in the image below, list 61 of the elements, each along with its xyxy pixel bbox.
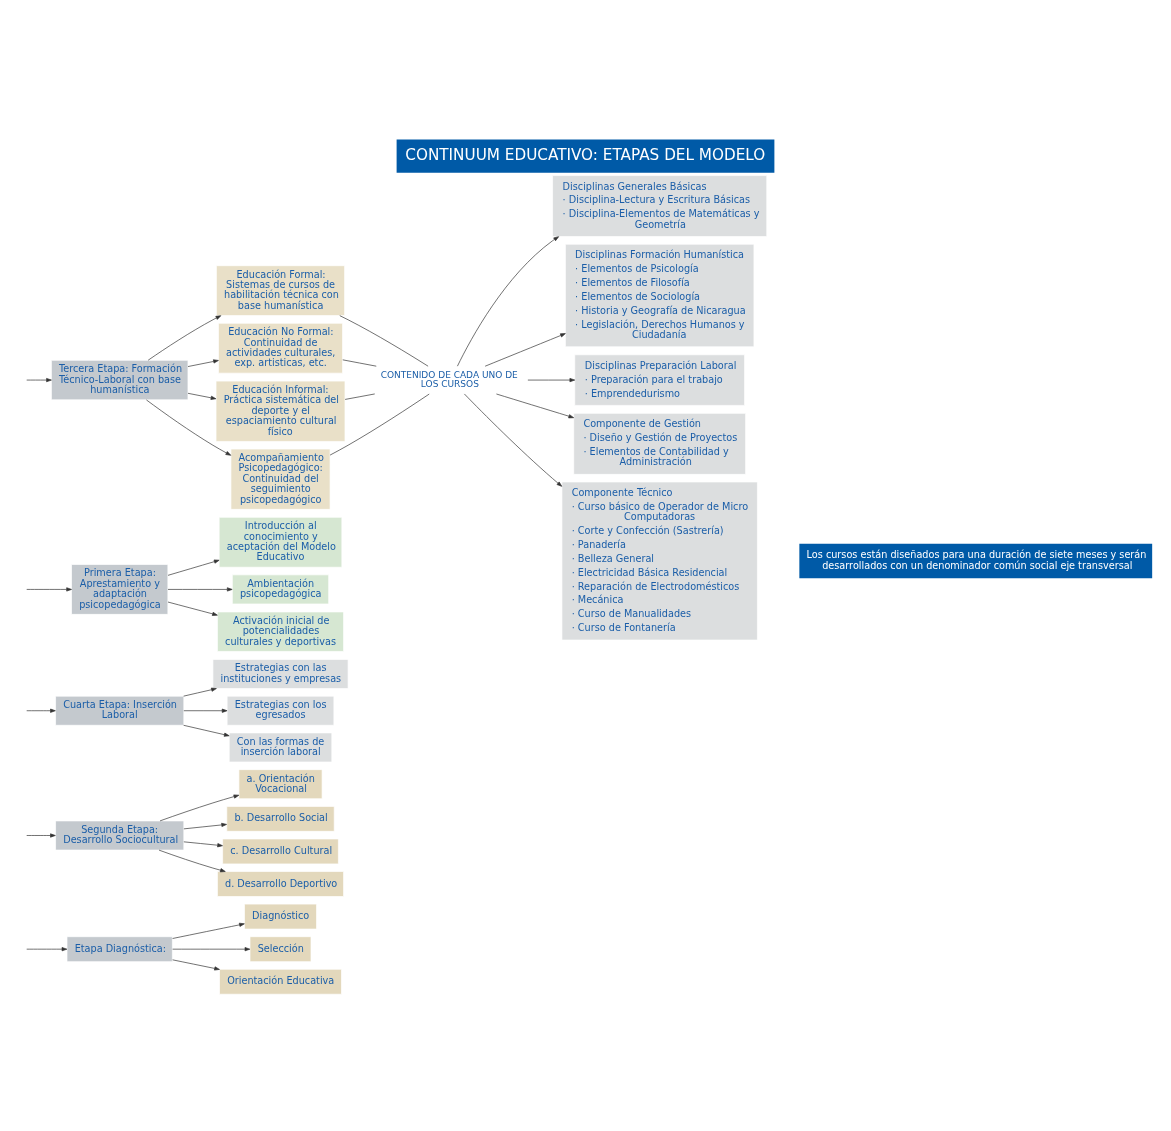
arrow <box>26 378 52 383</box>
node-box: Selección <box>249 936 312 962</box>
caption: Los cursos están diseñados para una duración de siete meses y serán desarrollados con un denominador común social eje transversal <box>806 549 1147 571</box>
arrow <box>26 587 72 592</box>
node-box: Disciplinas Generales Básicas · Disciplina-Lectura y Escritura Básicas · Disciplina-Elementos de Matemáticas y Geometría <box>552 175 768 237</box>
arrow <box>159 794 240 822</box>
arrow <box>26 947 68 952</box>
connector <box>342 359 377 367</box>
node-box: Orientación Educativa <box>219 968 342 995</box>
node-box: Estrategias con los egresados <box>226 695 335 726</box>
arrow <box>187 359 219 367</box>
arrow <box>26 708 56 713</box>
node-box: Segunda Etapa: Desarrollo Sociocultural <box>55 820 185 851</box>
node-box: Primera Etapa: Aprestamiento y adaptación psicopedagógica <box>71 564 169 615</box>
arrow <box>167 601 218 616</box>
node-box: Disciplinas Preparación Laboral · Preparación para el trabajo · Emprendedurismo <box>574 354 745 406</box>
arrow <box>183 822 227 830</box>
node-box: c. Desarrollo Cultural <box>222 838 339 865</box>
arrow <box>147 315 222 361</box>
node-text: CONTENIDO DE CADA UNO DE LOS CURSOS <box>380 369 518 390</box>
arrow <box>26 833 56 838</box>
diagram-title: CONTINUUM EDUCATIVO: ETAPAS DEL MODELO <box>405 146 766 165</box>
arrow <box>183 687 217 697</box>
arrow <box>484 333 566 367</box>
connector <box>339 315 429 367</box>
node-box: Introducción al conocimiento y aceptación del Modelo Educativo <box>218 516 343 568</box>
node-box: Activación inicial de potencialidades culturales y deportivas <box>217 611 344 652</box>
node-box: a. Orientación Vocacional <box>238 769 323 800</box>
arrow <box>183 724 230 737</box>
node-box: Educación No Formal: Continuidad de actividades culturales, exp. artisticas, etc. <box>218 322 343 374</box>
node-box: Educación Informal: Práctica sistemática del deporte y el espaciamiento cultural físico <box>215 380 346 442</box>
arrow <box>172 959 220 971</box>
arrow <box>172 922 245 939</box>
arrow <box>527 378 576 383</box>
arrow <box>187 392 217 400</box>
node-box: Ambientación psicopedagógica <box>232 574 330 605</box>
connector <box>344 393 376 400</box>
node-box: Componente de Gestión · Diseño y Gestión de Proyectos · Elementos de Contabilidad y Administración <box>573 413 746 475</box>
arrow <box>464 393 563 487</box>
node-box: Disciplinas Formación Humanística · Elementos de Psicología · Elementos de Filosofía · Elementos de Sociología · Historia y Geografía de Nicaragua · Legislación, Derechos Humanos y Ciudadanía <box>565 243 755 348</box>
arrow <box>167 587 233 592</box>
arrow <box>457 236 559 367</box>
arrow <box>496 393 575 419</box>
arrow <box>172 947 251 952</box>
node-box: Estrategias con las instituciones y empresas <box>212 659 349 689</box>
node-box: Con las formas de inserción laboral <box>228 732 333 763</box>
arrow <box>183 841 223 848</box>
node-box: Tercera Etapa: Formación Técnico-Laboral con base humanística <box>51 359 189 401</box>
node-box: Cuarta Etapa: Inserción Laboral <box>55 695 185 726</box>
node-box: d. Desarrollo Deportivo <box>217 871 344 897</box>
node-box: Acompañamiento Psicopedagógico: Continuidad del seguimiento psicopedagógico <box>230 448 331 510</box>
connector <box>329 393 430 456</box>
node-box: Educación Formal: Sistemas de cursos de habilitación técnica con base humanística <box>216 265 345 316</box>
node-box: Diagnóstico <box>244 903 317 930</box>
node-box: Etapa Diagnóstica: <box>66 936 173 962</box>
arrow <box>183 708 228 713</box>
node-box: Componente Técnico · Curso básico de Operador de Micro Computadoras · Corte y Confección (Sastrería) · Panadería · Belleza General · Electricidad Básica Residencial · Reparación de Electrodomésticos · Mecánica · Curso de Manualidades · Curso de Fontanería <box>561 481 758 641</box>
node-box: b. Desarrollo Social <box>226 806 335 832</box>
arrow <box>167 559 220 576</box>
arrow <box>158 849 226 873</box>
arrow <box>146 399 232 456</box>
